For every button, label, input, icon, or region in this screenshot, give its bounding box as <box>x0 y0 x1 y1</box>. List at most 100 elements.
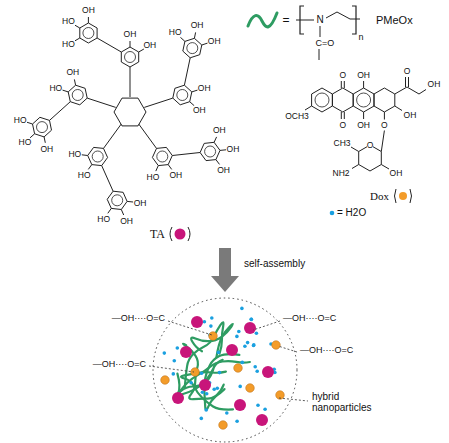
hydroxyl-label: OH <box>170 171 183 180</box>
bond-line <box>319 49 320 60</box>
ta-particle <box>199 379 211 391</box>
bond-line <box>216 160 220 165</box>
compound-name: Dox <box>370 191 389 202</box>
hydroxyl-label: OH <box>217 166 230 175</box>
bond-line <box>63 90 69 92</box>
benzene-ring <box>80 23 97 43</box>
bond-line <box>27 122 33 124</box>
ta-particle <box>244 322 256 334</box>
glucose-ring <box>114 98 146 126</box>
water-dot <box>241 361 245 365</box>
ta-particle <box>180 346 192 358</box>
bond-line <box>194 32 195 38</box>
ta-particle <box>262 366 274 378</box>
hydroxyl-label: OH <box>198 84 211 93</box>
hydroxyl-label: OH <box>82 6 95 15</box>
bond-line <box>351 147 359 152</box>
atom-label: C=O <box>316 39 335 48</box>
water-dot <box>240 307 244 311</box>
water-dot <box>201 390 205 394</box>
bond-line <box>74 79 75 85</box>
dox-ring <box>332 88 353 112</box>
hydroxyl-label: HO <box>68 150 81 159</box>
water-dot <box>173 359 177 363</box>
bond-line <box>121 210 123 216</box>
hydroxyl-label: OH <box>213 126 226 135</box>
repeat-bracket <box>300 6 304 34</box>
dox-particle <box>191 368 200 377</box>
leader-line <box>168 321 212 335</box>
polymer-chain-icon <box>248 13 277 27</box>
hydroxyl-label: HO <box>49 84 62 93</box>
bond-callout: —OH····O=C <box>93 360 146 369</box>
dox-particle <box>272 341 281 350</box>
water-dot <box>252 344 256 348</box>
aromatic-circle <box>112 195 123 206</box>
bond-line <box>408 77 409 87</box>
bond-callout: —OH····O=C <box>112 314 165 323</box>
bond-line <box>384 112 385 120</box>
atom-label: O <box>404 67 411 76</box>
parenthesis <box>395 189 397 203</box>
benzene-ring <box>68 85 87 105</box>
water-dot <box>243 344 247 348</box>
ester-bond <box>87 98 116 107</box>
hydroxyl-label: HO <box>78 171 91 180</box>
water-dot <box>225 411 229 415</box>
hydroxyl-label: OH <box>134 199 147 208</box>
process-label: self-assembly <box>244 259 305 269</box>
water-dot <box>212 387 216 391</box>
ta-particle <box>226 344 238 356</box>
bond-callout: —OH····O=C <box>300 346 353 355</box>
leader-line <box>279 398 308 401</box>
aromatic-circle <box>92 151 103 162</box>
atom-label: OH <box>357 121 370 130</box>
atom-label: O <box>381 121 388 130</box>
atom-label: O <box>340 71 347 80</box>
benzene-ring <box>173 85 192 105</box>
water-dot <box>204 408 208 412</box>
bond-line <box>214 137 217 142</box>
bond-line <box>344 112 345 119</box>
ta-particle <box>191 316 203 328</box>
leader-line <box>253 321 280 330</box>
legend-text: = H2O <box>337 208 366 218</box>
aromatic-circle <box>157 151 168 162</box>
water-dot <box>256 404 260 408</box>
repeat-bracket <box>352 6 356 34</box>
bond-line <box>419 90 426 95</box>
bond-line <box>352 165 359 169</box>
atom-label: OCH3 <box>285 112 309 121</box>
leader-line <box>278 346 297 352</box>
bond-line <box>220 149 226 151</box>
parenthesis <box>188 227 190 241</box>
bond-line <box>363 81 364 88</box>
hydroxyl-label: OH <box>144 41 157 50</box>
water-dot <box>209 324 213 328</box>
atom-label: CH3 <box>334 139 351 148</box>
bond-line <box>190 102 195 106</box>
hydroxyl-label: OH <box>227 145 240 154</box>
hydroxyl-label: OH <box>40 145 53 154</box>
dox-particle <box>246 384 255 393</box>
water-dot <box>238 385 242 389</box>
bond-line <box>395 106 402 111</box>
bond-line <box>127 201 133 203</box>
benzene-ring <box>152 147 172 165</box>
atom-label: N <box>316 15 323 25</box>
water-dot <box>246 341 250 345</box>
aromatic-circle <box>177 90 188 101</box>
hydroxyl-label: HO <box>97 215 110 224</box>
ester-bond <box>172 153 200 156</box>
hydroxyl-label: OH <box>124 30 137 39</box>
dox-particle <box>234 364 243 373</box>
water-symbol <box>330 211 335 216</box>
bond-line <box>75 38 80 41</box>
dox-ring <box>312 88 333 112</box>
water-dot <box>263 408 267 412</box>
water-dot <box>163 351 167 355</box>
bond-line <box>341 81 342 88</box>
bond-line <box>341 112 342 119</box>
parenthesis <box>170 227 172 241</box>
bond-line <box>305 106 312 110</box>
